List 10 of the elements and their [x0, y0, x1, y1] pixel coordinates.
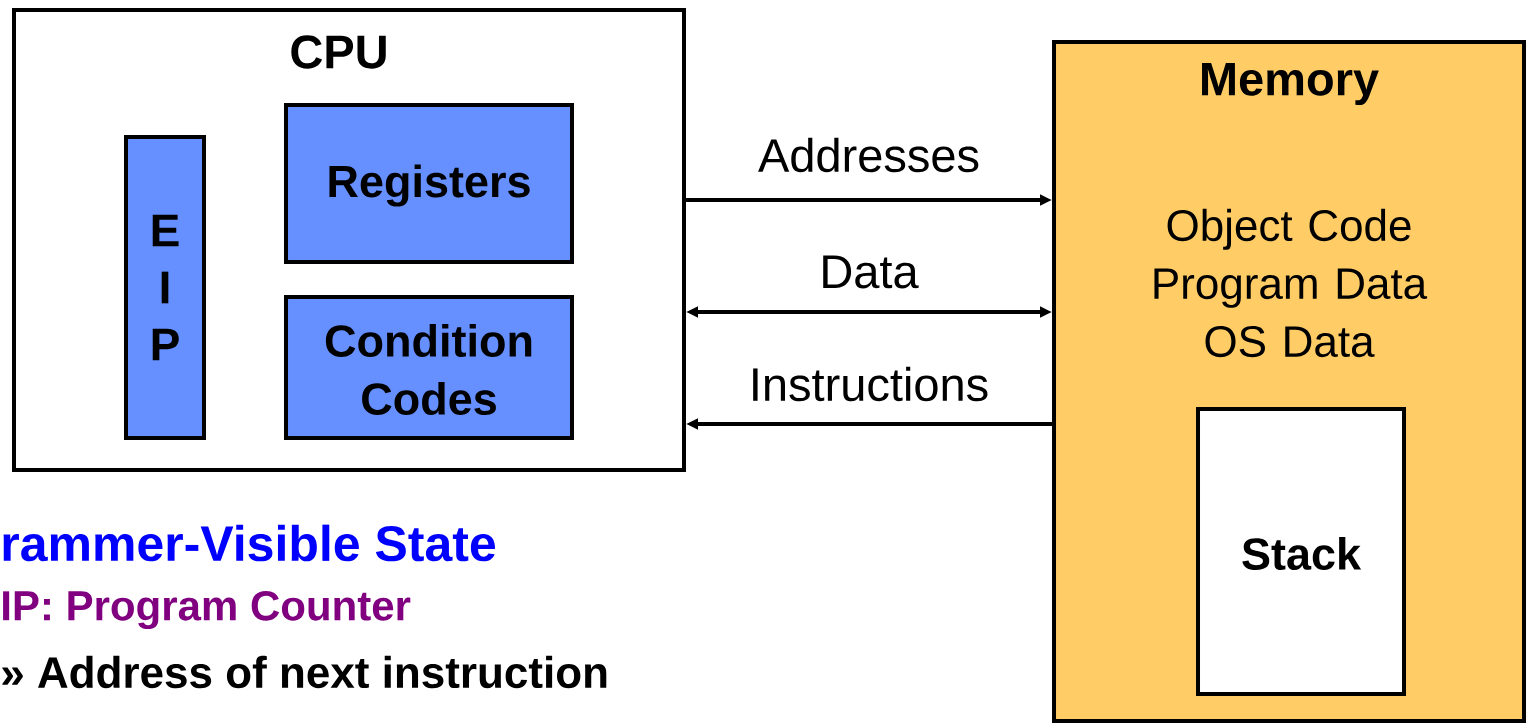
- condition-codes-box: Condition Codes: [284, 295, 574, 440]
- sub-bullet-item: » Address of next instruction: [2, 655, 607, 689]
- stack-box: Stack: [1196, 407, 1406, 696]
- edge-label: Addresses: [758, 137, 979, 173]
- eip-register-box: E I P: [124, 135, 206, 440]
- edge-label: Instructions: [753, 366, 988, 402]
- registers-box: Registers: [284, 103, 574, 264]
- bullet-item: IP: Program Counter: [3, 590, 411, 630]
- section-heading: rammer-Visible State: [3, 524, 495, 562]
- edge-label: Data: [823, 255, 919, 289]
